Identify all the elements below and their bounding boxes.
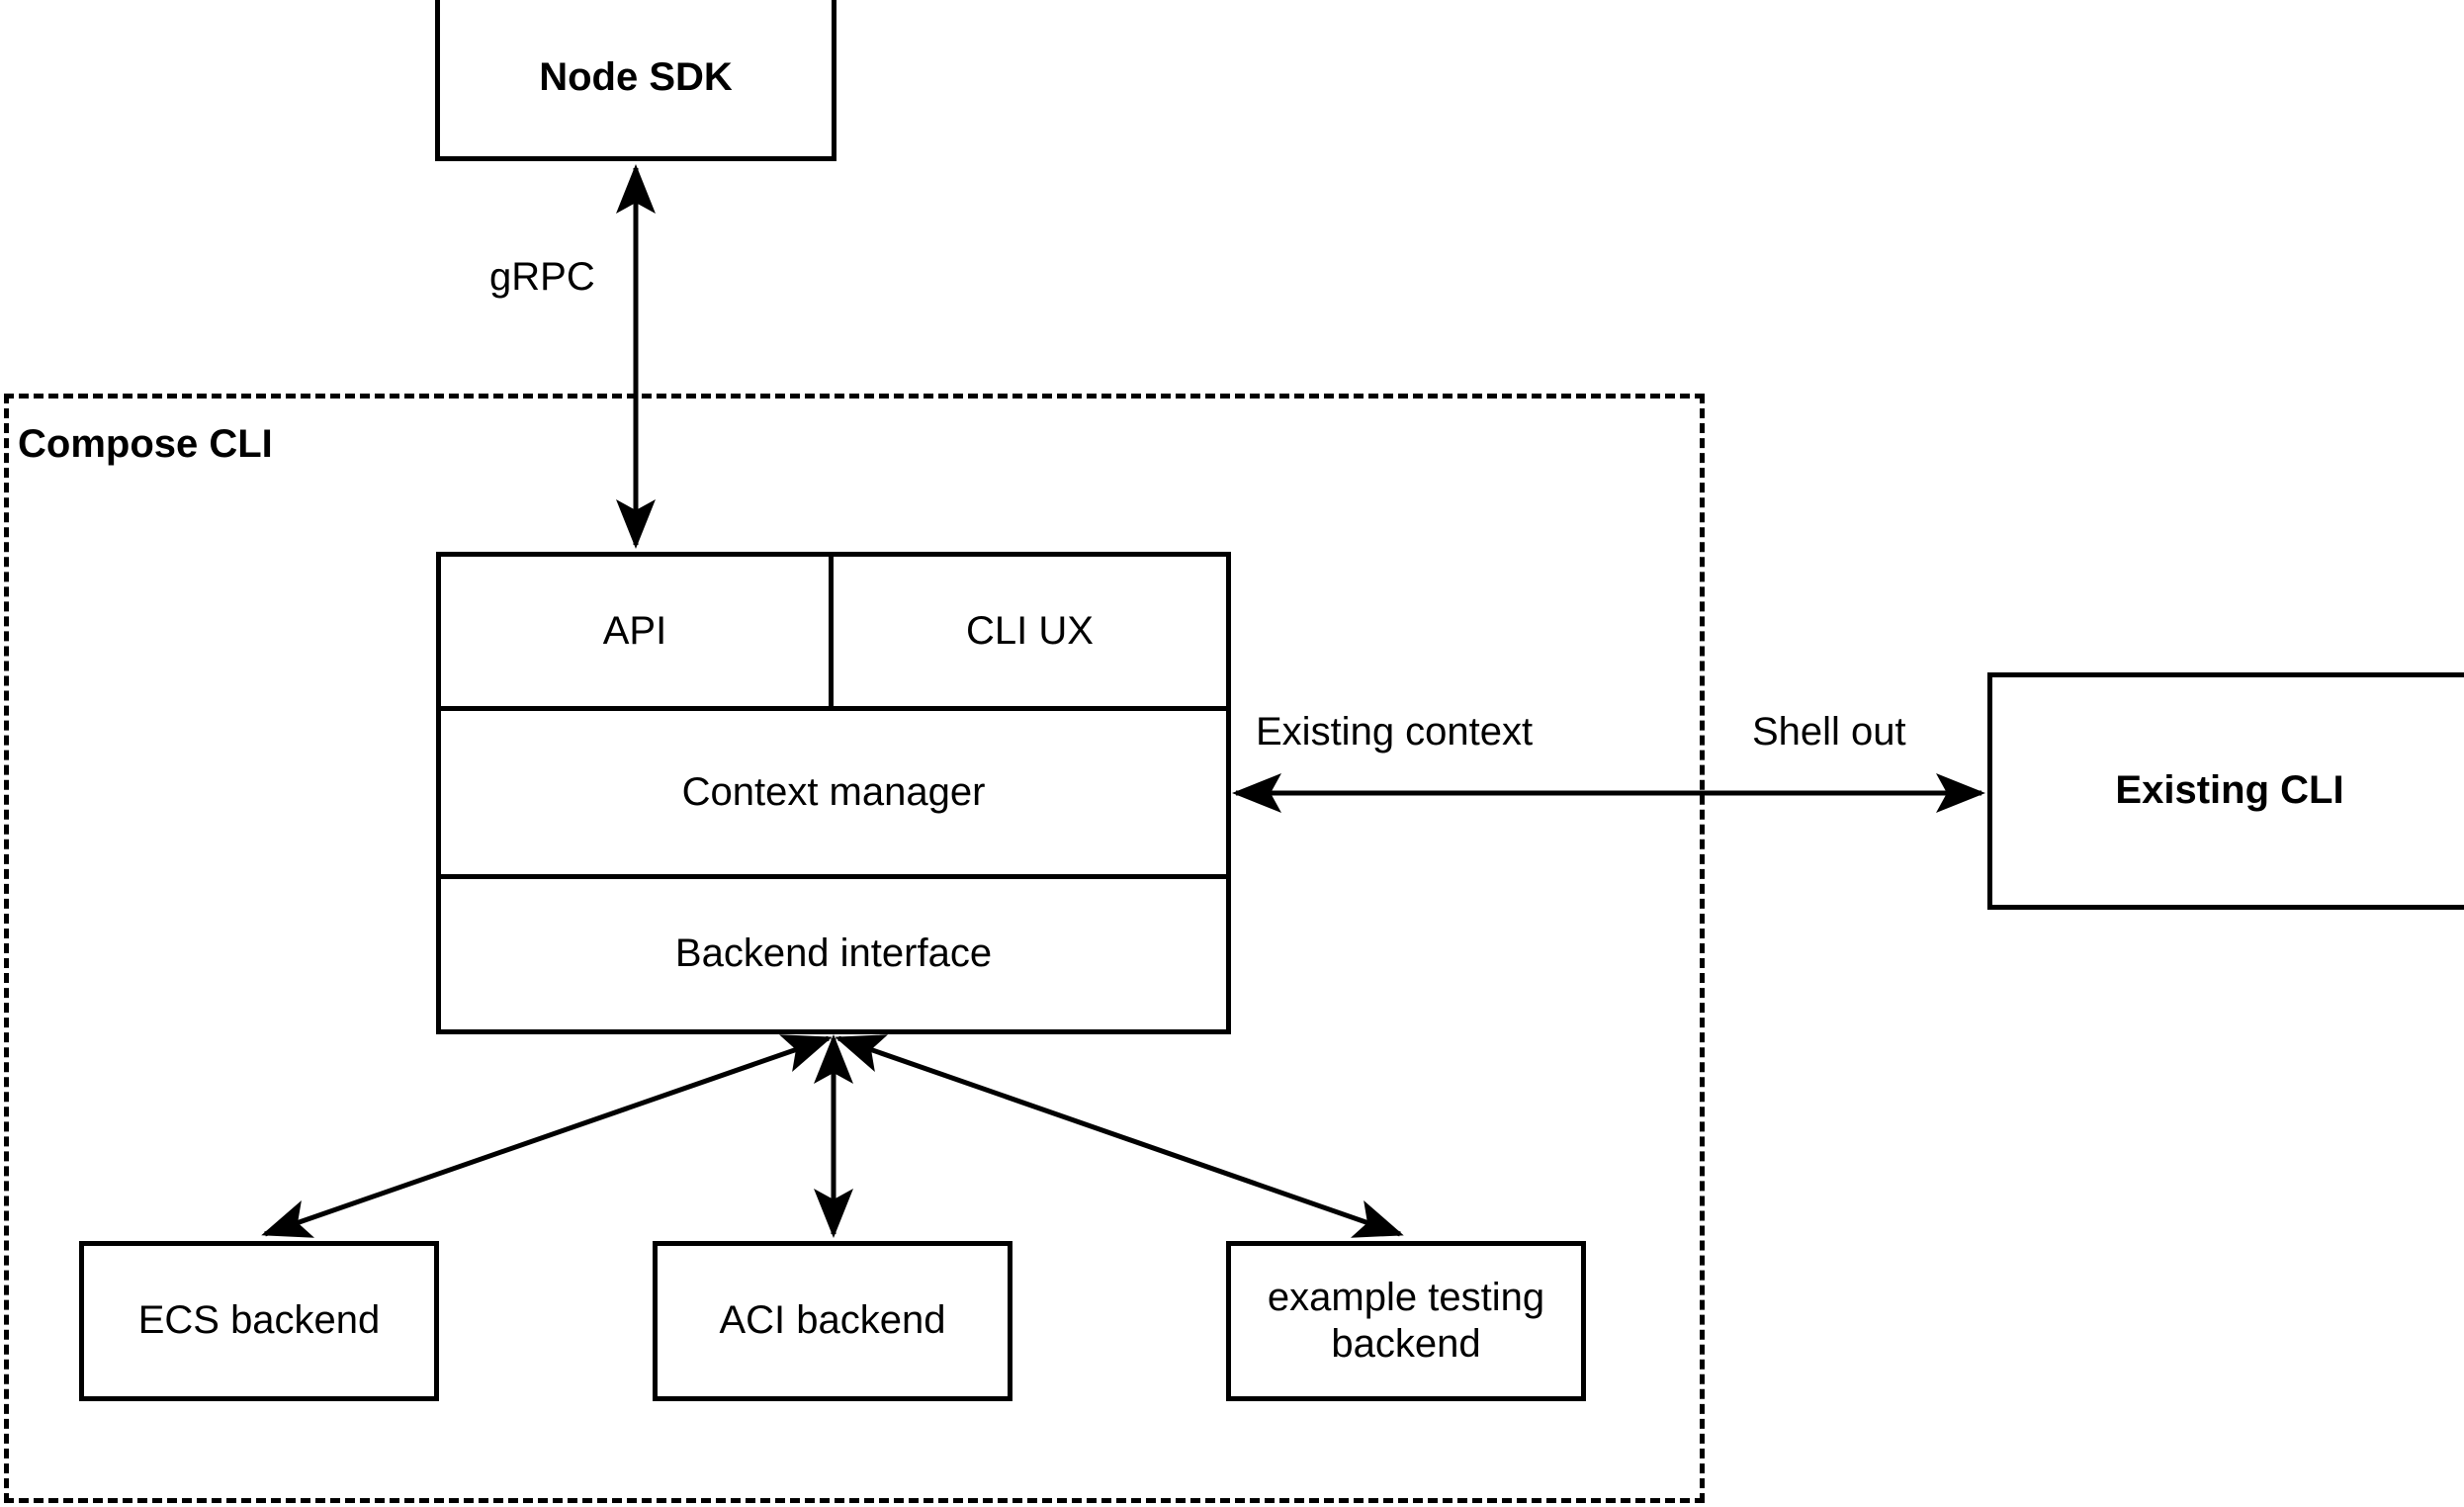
example-testing-backend-box: example testing backend: [1226, 1241, 1586, 1401]
existing-cli-box: Existing CLI: [1987, 672, 2464, 910]
compose-cli-boundary: [4, 394, 1705, 1503]
compose-cli-core-stack: API CLI UX Context manager Backend inter…: [436, 552, 1231, 1034]
backend-interface-label: Backend interface: [674, 931, 993, 976]
aci-backend-label: ACI backend: [719, 1298, 946, 1343]
ecs-backend-label: ECS backend: [137, 1298, 381, 1343]
backend-ecs-connector: [261, 1034, 833, 1238]
existing-context-edge-label: Existing context: [1256, 710, 1534, 754]
aci-backend-box: ACI backend: [653, 1241, 1012, 1401]
grpc-edge-label: gRPC: [489, 255, 595, 299]
node-sdk-label: Node SDK: [539, 55, 733, 100]
backend-interface-cell: Backend interface: [441, 879, 1226, 1029]
ecs-backend-box: ECS backend: [79, 1241, 439, 1401]
context-manager-label: Context manager: [681, 769, 986, 814]
existing-cli-label: Existing CLI: [2115, 768, 2344, 813]
backend-testing-connector: [835, 1034, 1404, 1238]
shell-out-edge-label: Shell out: [1752, 710, 1906, 754]
api-label: API: [602, 608, 667, 653]
context-manager-cell: Context manager: [441, 711, 1226, 879]
cli-ux-cell: CLI UX: [834, 557, 1226, 706]
core-top-row: API CLI UX: [441, 557, 1226, 711]
node-sdk-box: Node SDK: [435, 0, 836, 161]
api-cell: API: [441, 557, 834, 706]
compose-cli-title: Compose CLI: [18, 422, 273, 466]
example-testing-backend-label: example testing backend: [1267, 1275, 1545, 1366]
cli-ux-label: CLI UX: [966, 608, 1094, 653]
